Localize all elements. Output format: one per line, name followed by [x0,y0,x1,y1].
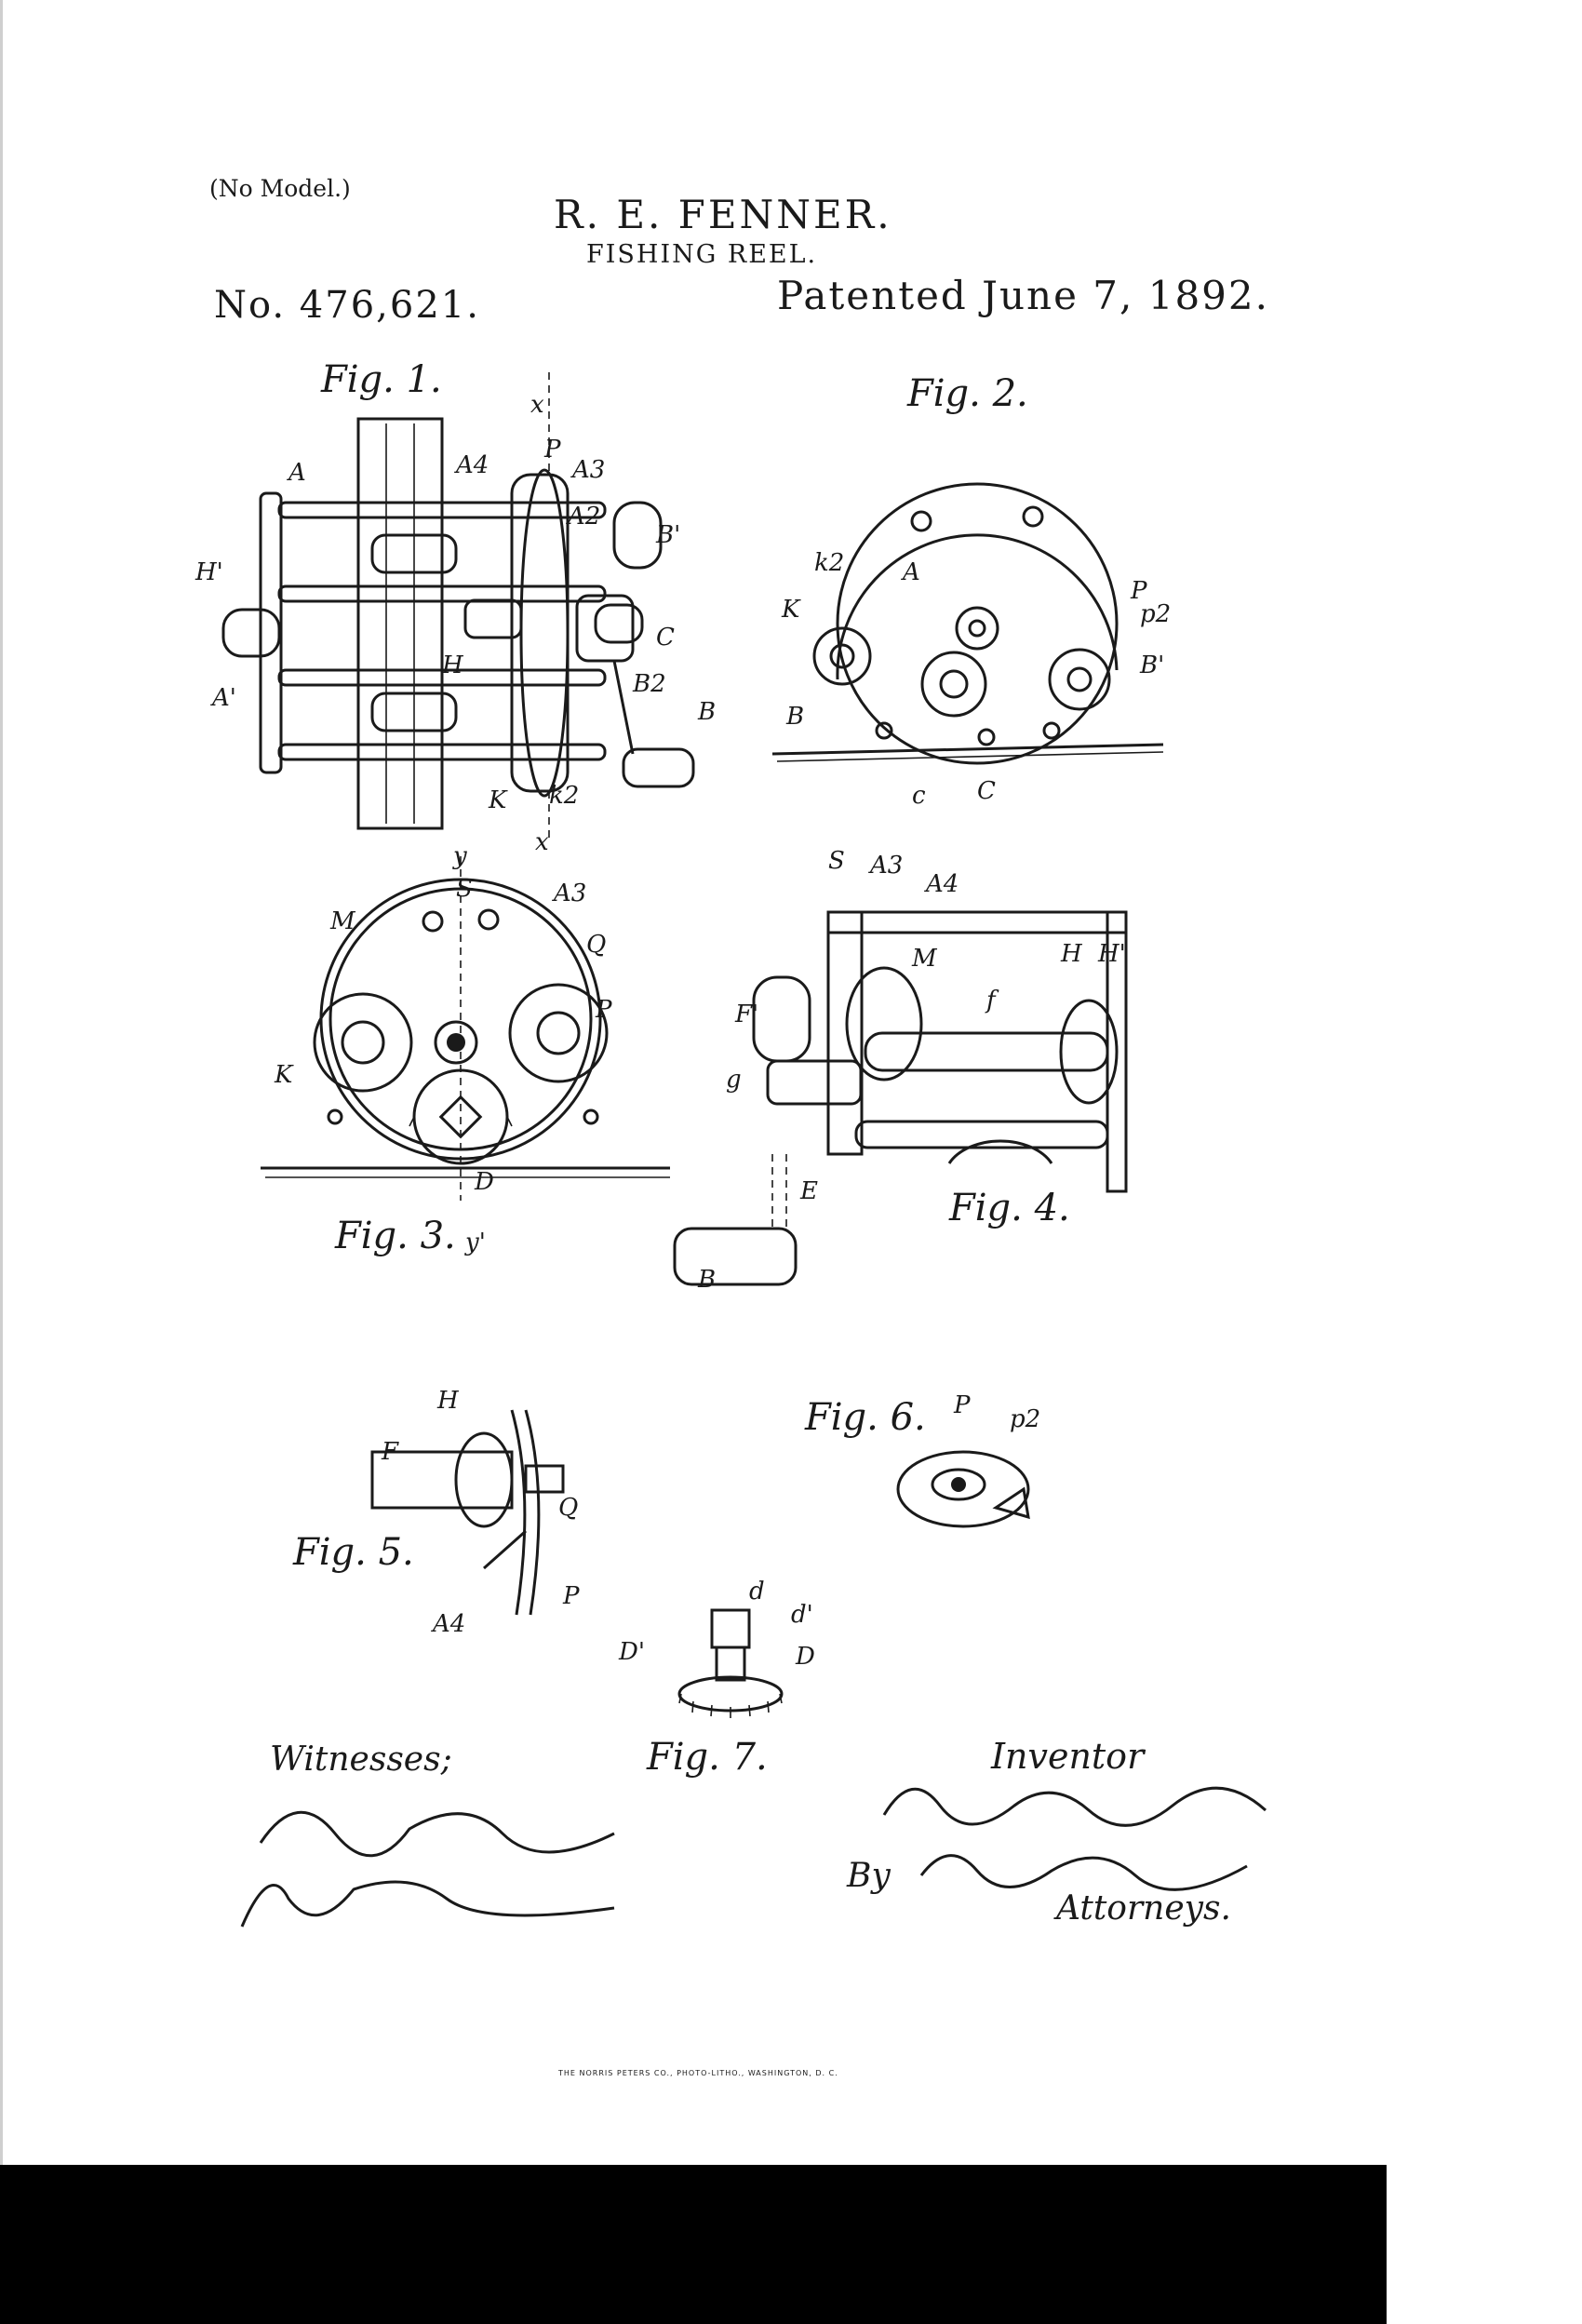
fig1-label-k2: k2 [549,782,580,810]
scan-edge [0,0,3,2324]
fig4-label-A3: A3 [870,852,904,880]
fig4-label-A4: A4 [926,870,959,898]
fig5-drawing [370,1409,565,1616]
fig5-label-Q: Q [558,1494,579,1522]
fig7-label-d: d [749,1578,765,1605]
fig2-caption: Fig. 2. [907,372,1028,415]
fig2-label-B-prime: B' [1140,652,1165,679]
fig1-caption: Fig. 1. [321,358,442,401]
fig1-drawing [221,372,695,838]
fig2-label-B: B [786,703,805,731]
fig2-label-p2: p2 [1140,600,1172,628]
attorneys-label: Attorneys. [1056,1889,1231,1928]
fig4-label-F: f [986,987,996,1014]
fig3-drawing [261,856,670,1201]
fig1-label-A4: A4 [456,451,489,479]
patent-title: FISHING REEL. [586,240,818,269]
fig6-label-P: P [954,1391,971,1419]
fig2-label-P: P [1131,577,1147,605]
fig1-label-B: B [698,698,717,726]
fig4-label-H-prime: H [1061,940,1082,968]
fig6-label-p2: p2 [1010,1405,1041,1433]
fig4-label-A-prime: H' [1098,940,1126,968]
fig2-label-K: K [782,596,800,624]
fig4-label-C: g [726,1066,742,1094]
fig1-label-K: K [489,786,507,814]
fig4-label-B-prime: F' [735,1001,759,1028]
fig1-label-B-prime: B' [656,521,681,549]
fig3-label-A3: A3 [554,880,587,907]
fig4-label-H: M [912,945,937,973]
fig3-label-P: P [596,996,612,1024]
fig1-label-A2: A2 [568,503,601,531]
fig7-label-d-prime: d' [791,1601,813,1629]
inventor-label: Inventor [991,1736,1145,1777]
fig1-label-P: P [544,436,561,463]
fig3-label-D: D [475,1168,494,1196]
witness-signatures [240,1810,615,1928]
lithographer-credit: THE NORRIS PETERS CO., PHOTO-LITHO., WAS… [558,2069,838,2077]
fig1-label-A-prime: A' [212,684,236,712]
fig3-label-S: S [456,875,473,903]
rod-shaft [356,417,444,830]
fig7-label-D: D [796,1643,815,1671]
fig3-label-K: K [275,1061,293,1089]
fig3-label-M: M [330,907,355,935]
fig1-label-C: C [656,624,675,652]
fig1-label-A: A [288,459,306,487]
fig1-label-A3: A3 [572,456,606,484]
fig3-label-y-prime: y' [465,1229,486,1256]
fig2-label-c: c [912,782,926,810]
fig7-caption: Fig. 7. [647,1736,768,1779]
fig5-label-H: H [437,1387,459,1415]
fig2-drawing [771,482,1164,765]
fig7-label-D-prime: D' [619,1638,645,1666]
fig4-label-B: B [698,1266,717,1294]
fig5-label-A4: A4 [433,1610,466,1638]
scan-bottom-bar [0,2165,1387,2324]
fig4-label-E: E [800,1177,818,1205]
fig1-label-x-top: x [530,391,544,419]
fig2-label-A: A [903,558,920,586]
fig2-label-k2: k2 [814,549,845,577]
patent-date: Patented June 7, 1892. [777,273,1269,318]
inventor-signature [882,1786,1267,1827]
fig4-caption: Fig. 4. [949,1187,1070,1229]
fig1-label-x-bottom: x [535,828,549,856]
fig6-caption: Fig. 6. [805,1396,926,1439]
witnesses-label: Witnesses; [270,1740,452,1779]
fig5-label-F: F [382,1438,399,1466]
fig3-label-y: y [453,842,467,870]
fig1-label-H: H [442,652,463,679]
fig5-caption: Fig. 5. [293,1531,414,1574]
no-model-note: (No Model.) [209,175,351,202]
fig4-label-S: S [828,847,845,875]
fig7-drawing [677,1608,784,1718]
by-label: By [847,1857,891,1895]
fig3-caption: Fig. 3. [335,1215,456,1257]
fig2-label-C: C [977,777,996,805]
fig1-label-B2: B2 [633,670,666,698]
fig6-drawing [896,1450,1030,1528]
attorney-signature [919,1854,1248,1891]
fig1-label-H-prime: H' [195,558,223,586]
patent-number: No. 476,621. [214,284,480,327]
inventor-name: R. E. FENNER. [554,192,892,237]
fig3-label-Q: Q [586,931,607,959]
fig4-drawing [673,910,1128,1286]
fig5-label-P: P [563,1582,580,1610]
